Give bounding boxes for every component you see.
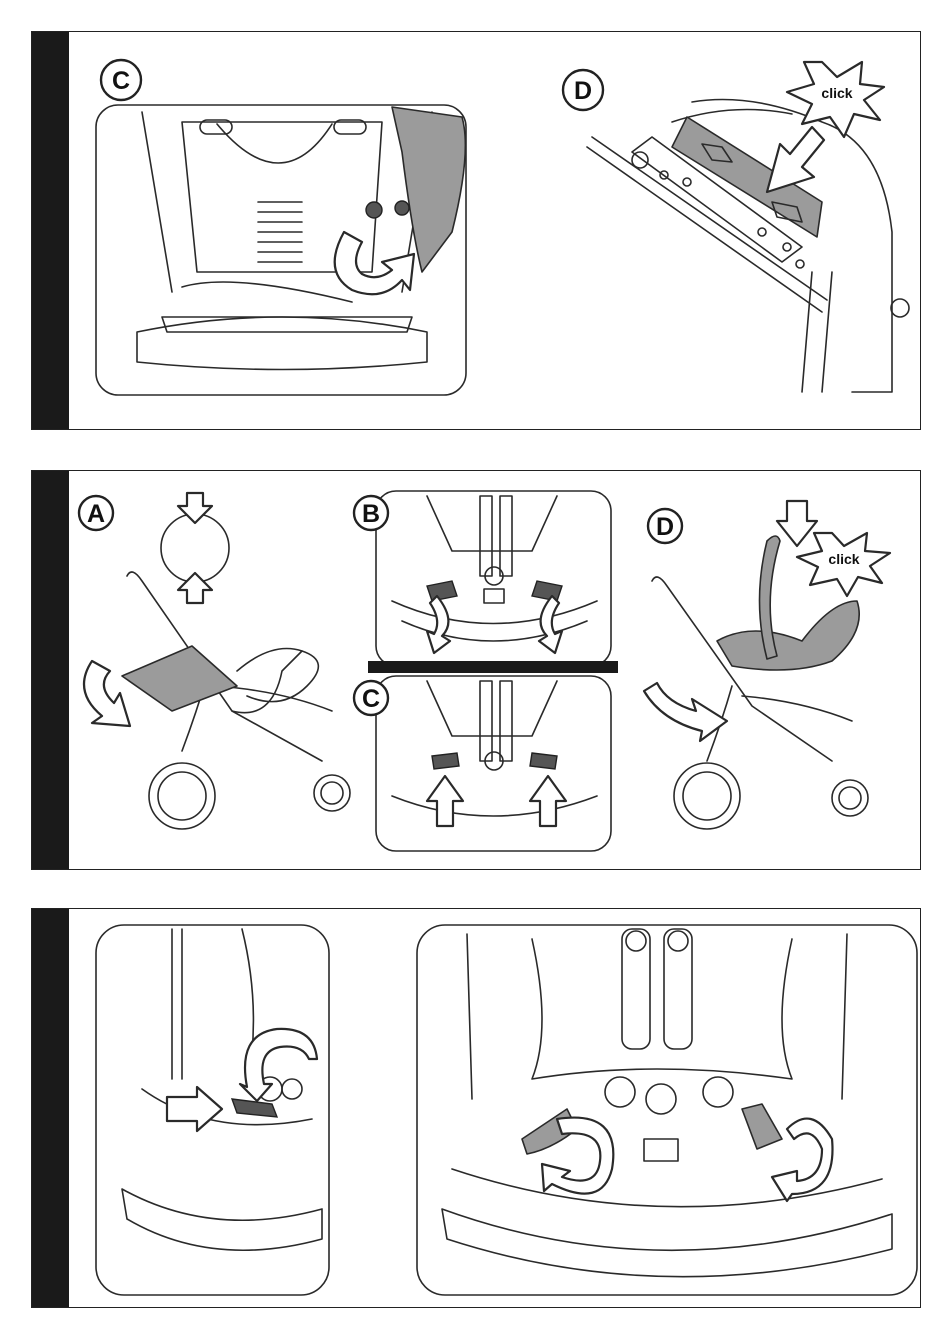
panel-bottom — [31, 908, 921, 1308]
seat-harness-illustration — [442, 929, 892, 1277]
harness-buckle-illustration-b — [392, 496, 597, 641]
click-label: click — [821, 85, 852, 101]
push-right-arrow — [167, 1087, 222, 1131]
step-badge-c2-label: C — [362, 685, 380, 713]
step-badge-b-label: B — [362, 500, 380, 528]
harness-slot-illustration — [122, 929, 322, 1250]
push-up-arrow-left — [427, 776, 463, 826]
canopy-fabric — [392, 107, 465, 272]
release-tab-right — [532, 581, 562, 601]
rotate-over-arrow — [240, 1029, 317, 1101]
seat-fabric-a — [122, 646, 237, 711]
step-badge-d2-label: D — [656, 513, 674, 541]
push-down-arrow-left — [427, 596, 450, 653]
figure-c2-frame — [376, 676, 611, 851]
step-badge-c-label: C — [112, 67, 130, 95]
arrow-up-icon — [178, 573, 212, 603]
panel-top: C click D — [31, 31, 921, 430]
lock-tab-right — [530, 753, 557, 769]
figure-b-frame — [376, 491, 611, 666]
release-tab-left — [427, 581, 457, 601]
canopy-button-left — [366, 202, 382, 218]
compress-circle-icon — [161, 514, 229, 582]
insert-down-arrow — [777, 501, 817, 546]
panel-middle-drawing: A B — [32, 471, 922, 871]
figure-divider — [368, 661, 618, 673]
canopy-button-right — [395, 201, 409, 215]
fold-arrow-icon — [84, 661, 130, 726]
car-seat-attach-illustration — [587, 100, 909, 393]
release-tab-bottom-right — [742, 1104, 782, 1149]
arrow-down-icon — [178, 493, 212, 523]
panel-middle: A B — [31, 470, 921, 870]
click-label-2: click — [828, 551, 859, 567]
step-badge-d-label: D — [574, 77, 592, 105]
car-seat-shell — [717, 601, 859, 670]
swing-arrow-icon — [644, 683, 727, 741]
detail-right-frame — [417, 925, 917, 1295]
press-arrow-icon — [767, 127, 824, 192]
panel-top-drawing: C click D — [32, 32, 922, 431]
lock-tab-left — [432, 753, 459, 769]
push-down-arrow-right — [539, 596, 562, 653]
push-up-arrow-right — [530, 776, 566, 826]
twist-arrow-right — [772, 1119, 833, 1201]
harness-buckle-illustration-c — [392, 681, 597, 816]
seat-back-illustration — [137, 112, 432, 370]
panel-bottom-drawing — [32, 909, 922, 1309]
step-badge-a-label: A — [87, 500, 105, 528]
